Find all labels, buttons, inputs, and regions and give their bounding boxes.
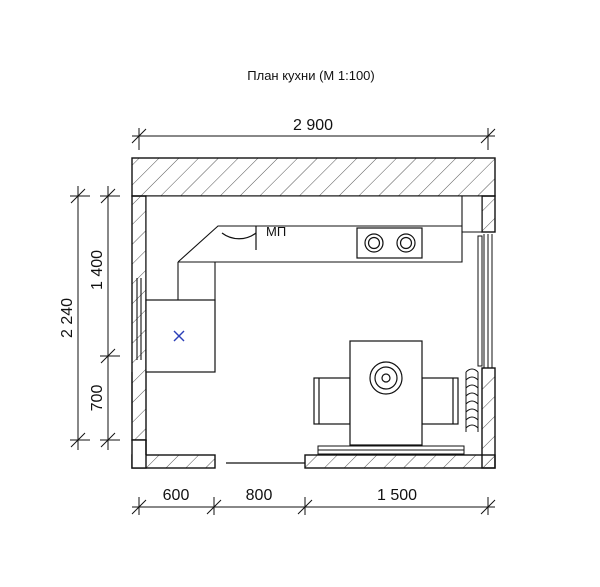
left-wall [131,195,147,441]
dimension-lines [70,128,496,515]
plan-title: План кухни (М 1:100) [247,68,374,83]
radiator-fins [465,368,479,432]
chair-left [313,377,351,425]
appliance-label: МП [266,224,286,239]
appliance-door-arc [221,232,257,240]
dim-total-depth: 2 240 [59,298,76,338]
dim-total-width: 2 900 [293,117,333,134]
sink-mark-icon [173,330,185,342]
countertop [145,195,483,301]
dim-bottom-middle: 800 [246,487,273,504]
dim-bottom-right: 1 500 [377,487,417,504]
walls [131,157,496,469]
sink-cabinet [145,299,216,373]
dining-set [313,340,459,446]
left-wall-stub [131,439,147,469]
right-wall [481,195,496,233]
bottom-window [317,445,465,455]
hob [356,227,423,259]
top-wall [131,157,496,197]
dim-left-lower: 700 [89,385,106,412]
right-radiator [477,234,493,368]
dim-bottom-left: 600 [163,487,190,504]
dim-left-upper: 1 400 [89,250,106,290]
bottom-wall-right [304,454,496,469]
right-wall-lower [481,367,496,469]
left-window [136,278,142,360]
